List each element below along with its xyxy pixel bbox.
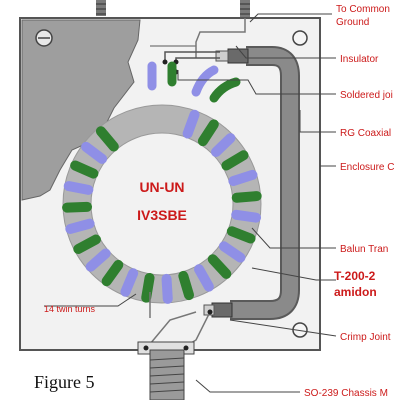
winding-turn xyxy=(73,234,101,254)
winding-turn xyxy=(101,259,124,287)
winding-turn xyxy=(120,268,139,297)
label-crimp-joint: Crimp Joint xyxy=(340,332,391,343)
label-balun: Balun Tran xyxy=(340,244,388,255)
winding-turn xyxy=(95,126,119,152)
label-enclosure: Enclosure C xyxy=(340,162,394,173)
corner-screw-top-left xyxy=(35,29,53,47)
winding-turn xyxy=(62,201,93,213)
winding-turn xyxy=(70,160,99,179)
figure-caption: Figure 5 xyxy=(34,372,95,392)
winding-turn xyxy=(231,191,262,203)
winding-turn xyxy=(141,272,155,303)
coax-end-top xyxy=(215,48,249,64)
winding-turn xyxy=(161,273,173,304)
so-239-connector xyxy=(137,341,195,400)
winding-turn xyxy=(81,141,108,164)
leader-lines xyxy=(44,13,337,393)
winding-turn xyxy=(221,150,249,171)
top-right-screw xyxy=(240,0,250,18)
winding-turn xyxy=(211,133,236,157)
winding-turn xyxy=(231,209,262,223)
ground-wire xyxy=(195,18,246,58)
label-core-line2: amidon xyxy=(334,285,377,299)
winding-turn xyxy=(65,218,95,234)
coax-cable-fill xyxy=(230,48,298,318)
winding-turn xyxy=(85,248,111,272)
winding-leads xyxy=(147,61,241,103)
label-common-ground-2: Ground xyxy=(336,17,369,28)
winding-turn xyxy=(207,254,232,279)
winding-turn xyxy=(197,119,219,147)
winding-turn xyxy=(226,226,256,244)
label-insulator: Insulator xyxy=(340,54,379,65)
winding-turn xyxy=(218,241,246,263)
label-core-line1: T-200-2 xyxy=(334,269,376,283)
label-soldered-joint: Soldered joi xyxy=(340,90,393,101)
corner-screw-top-right xyxy=(292,30,308,46)
label-twin-turns: 14 twin turns xyxy=(44,304,96,314)
toroid-windings xyxy=(62,109,262,304)
label-common-ground-1: To Common xyxy=(336,4,390,15)
top-left-screw xyxy=(96,0,106,16)
winding-turn xyxy=(182,109,200,139)
toroid-title-line1: UN-UN xyxy=(139,179,184,195)
winding-turn xyxy=(63,181,94,195)
winding-turn xyxy=(194,264,214,292)
winding-turn xyxy=(228,169,258,187)
label-chassis: SO-239 Chassis M xyxy=(304,388,388,399)
winding-turn xyxy=(178,270,195,301)
toroid-outline-outer xyxy=(62,104,262,304)
toroid-title-line2: IV3SBE xyxy=(137,207,187,223)
label-rg-coaxial: RG Coaxial xyxy=(340,128,391,139)
